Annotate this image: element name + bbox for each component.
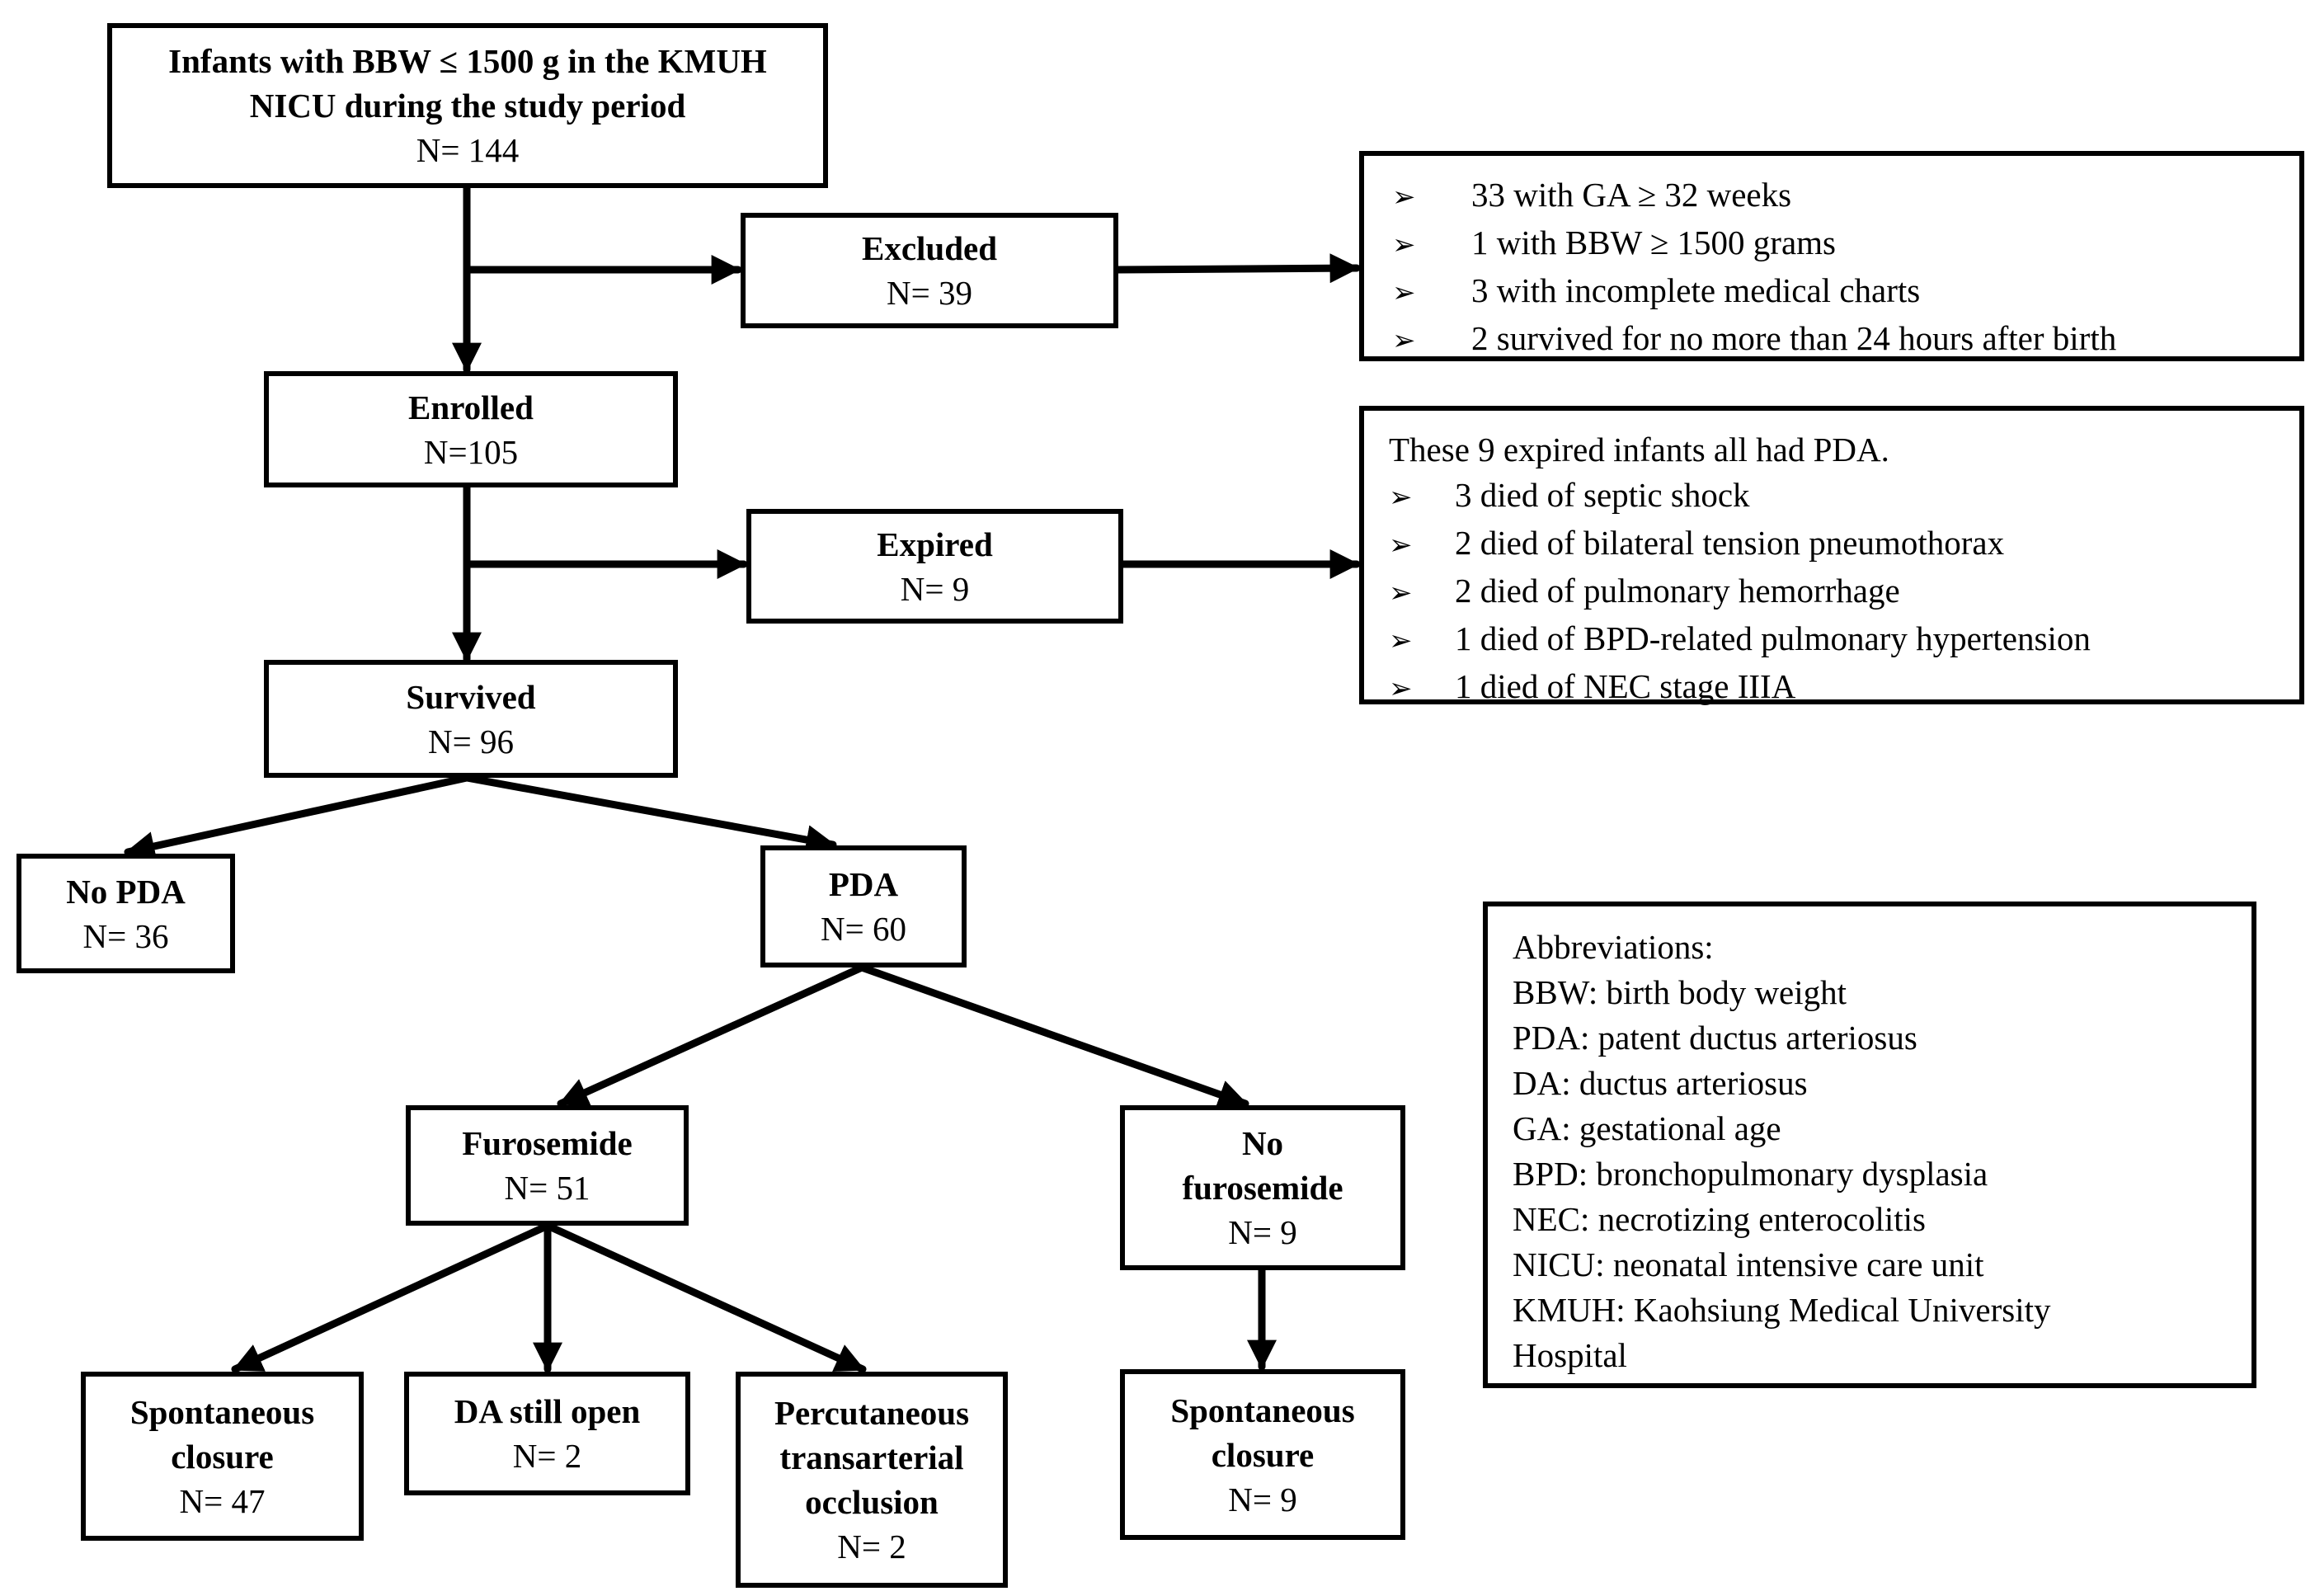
- node-da-still-open-count: N= 2: [512, 1437, 582, 1475]
- bullet-arrow-icon: ➢: [1389, 481, 1413, 514]
- arrow-furosemide-to-percutaneous: [543, 1222, 867, 1373]
- excluded-reason-1: ➢ 33 with GA ≥ 32 weeks: [1392, 172, 2275, 220]
- bullet-arrow-icon: ➢: [1389, 624, 1413, 657]
- node-furosemide-title: Furosemide: [462, 1124, 633, 1162]
- expired-cause-2: ➢ 2 died of bilateral tension pneumothora…: [1389, 520, 2275, 568]
- node-no-pda-title: No PDA: [66, 872, 186, 911]
- bullet-arrow-icon: ➢: [1392, 228, 1416, 261]
- excluded-reason-2: ➢ 1 with BBW ≥ 1500 grams: [1392, 220, 2275, 268]
- node-start-title: Infants with BBW ≤ 1500 g in the KMUH NI…: [168, 42, 767, 125]
- node-furosemide-count: N= 51: [504, 1169, 591, 1207]
- node-survived-count: N= 96: [428, 722, 514, 760]
- bullet-arrow-icon: ➢: [1389, 577, 1413, 610]
- node-survived-title: Survived: [406, 677, 536, 716]
- node-expired: Expired N= 9: [746, 509, 1123, 624]
- arrow-survived-to-no-pda: [124, 774, 471, 861]
- node-da-still-open: DA still open N= 2: [404, 1372, 690, 1495]
- node-excluded: Excluded N= 39: [741, 213, 1118, 328]
- expired-note-box: These 9 expired infants all had PDA. ➢ 3 …: [1359, 406, 2304, 705]
- node-furosemide: Furosemide N= 51: [406, 1105, 689, 1226]
- bullet-arrow-icon: ➢: [1389, 672, 1413, 705]
- node-da-still-open-title: DA still open: [454, 1392, 641, 1430]
- node-spontaneous-closure-no-furosemide-title: Spontaneous closure: [1170, 1391, 1355, 1474]
- abbreviations-heading: Abbreviations:: [1513, 928, 1714, 966]
- bullet-arrow-icon: ➢: [1392, 181, 1416, 214]
- node-spontaneous-closure-furosemide: Spontaneous closure N= 47: [81, 1372, 364, 1541]
- node-spontaneous-closure-furosemide-count: N= 47: [179, 1481, 266, 1520]
- abbreviation-item: PDA: patent ductus arteriosus: [1513, 1019, 1917, 1057]
- expired-cause-text: 3 died of septic shock: [1455, 476, 1750, 514]
- abbreviation-item: KMUH: Kaohsiung Medical University: [1513, 1291, 2051, 1329]
- excluded-reason-3: ➢ 3 with incomplete medical charts: [1392, 268, 2275, 316]
- excluded-reason-text: 33 with GA ≥ 32 weeks: [1471, 176, 1792, 214]
- node-no-furosemide-count: N= 9: [1228, 1213, 1297, 1251]
- abbreviation-item: BPD: bronchopulmonary dysplasia: [1513, 1155, 1988, 1193]
- bullet-arrow-icon: ➢: [1392, 324, 1416, 357]
- node-start: Infants with BBW ≤ 1500 g in the KMUH NI…: [107, 23, 828, 188]
- abbreviation-item: GA: gestational age: [1513, 1109, 1781, 1147]
- node-spontaneous-closure-furosemide-title: Spontaneous closure: [129, 1392, 315, 1476]
- abbreviations-box: Abbreviations: BBW: birth body weight PD…: [1483, 902, 2256, 1388]
- node-no-pda: No PDA N= 36: [16, 854, 235, 973]
- node-no-furosemide: No furosemide N= 9: [1120, 1105, 1405, 1270]
- node-survived: Survived N= 96: [264, 660, 678, 778]
- expired-cause-1: ➢ 3 died of septic shock: [1389, 473, 2275, 520]
- node-pda: PDA N= 60: [760, 845, 967, 967]
- excluded-reasons-box: ➢ 33 with GA ≥ 32 weeks ➢ 1 with BBW ≥ 150…: [1359, 151, 2304, 361]
- node-spontaneous-closure-no-furosemide-count: N= 9: [1228, 1480, 1297, 1518]
- expired-cause-4: ➢ 1 died of BPD-related pulmonary hyperte…: [1389, 616, 2275, 664]
- node-percutaneous-occlusion: Percutaneous transarterial occlusion N= …: [736, 1372, 1008, 1588]
- bullet-arrow-icon: ➢: [1389, 529, 1413, 562]
- arrow-pda-to-furosemide: [557, 963, 866, 1108]
- node-no-furosemide-title: No furosemide: [1182, 1124, 1343, 1207]
- abbreviation-item: BBW: birth body weight: [1513, 973, 1847, 1011]
- excluded-reason-4: ➢ 2 survived for no more than 24 hours af…: [1392, 316, 2275, 364]
- node-enrolled-count: N=105: [423, 432, 519, 471]
- node-pda-title: PDA: [828, 865, 899, 903]
- expired-cause-text: 2 died of bilateral tension pneumothorax: [1455, 524, 2005, 562]
- node-no-pda-count: N= 36: [82, 916, 169, 955]
- abbreviation-item: NEC: necrotizing enterocolitis: [1513, 1200, 1926, 1238]
- expired-cause-text: 1 died of BPD-related pulmonary hyperten…: [1455, 619, 2091, 657]
- node-pda-count: N= 60: [821, 910, 906, 948]
- arrow-survived-to-pda: [463, 774, 837, 854]
- node-enrolled: Enrolled N=105: [264, 371, 678, 487]
- arrow-excluded-to-reasons: [1113, 253, 1361, 284]
- node-spontaneous-closure-no-furosemide: Spontaneous closure N= 9: [1120, 1369, 1405, 1540]
- arrow-furosemide-to-spont: [231, 1222, 552, 1373]
- arrow-pda-to-no-furosemide: [858, 963, 1249, 1109]
- excluded-reason-text: 3 with incomplete medical charts: [1471, 271, 1921, 309]
- abbreviation-item: Hospital: [1513, 1336, 1627, 1374]
- expired-cause-text: 1 died of NEC stage IIIA: [1455, 667, 1796, 705]
- node-expired-title: Expired: [877, 525, 993, 563]
- expired-cause-text: 2 died of pulmonary hemorrhage: [1455, 572, 1900, 610]
- excluded-reason-text: 1 with BBW ≥ 1500 grams: [1471, 224, 1836, 261]
- expired-note-heading: These 9 expired infants all had PDA.: [1389, 431, 1889, 468]
- abbreviation-item: DA: ductus arteriosus: [1513, 1064, 1808, 1102]
- node-start-count: N= 144: [416, 131, 520, 169]
- node-percutaneous-occlusion-count: N= 2: [837, 1528, 906, 1565]
- excluded-reason-text: 2 survived for no more than 24 hours aft…: [1471, 319, 2117, 357]
- node-excluded-title: Excluded: [861, 229, 998, 267]
- node-excluded-count: N= 39: [887, 274, 972, 312]
- node-percutaneous-occlusion-title: Percutaneous transarterial occlusion: [774, 1394, 970, 1521]
- node-enrolled-title: Enrolled: [408, 388, 534, 426]
- expired-cause-5: ➢ 1 died of NEC stage IIIA: [1389, 664, 2275, 712]
- node-expired-count: N= 9: [900, 569, 970, 608]
- expired-cause-3: ➢ 2 died of pulmonary hemorrhage: [1389, 568, 2275, 616]
- bullet-arrow-icon: ➢: [1392, 276, 1416, 309]
- abbreviation-item: NICU: neonatal intensive care unit: [1513, 1245, 1984, 1283]
